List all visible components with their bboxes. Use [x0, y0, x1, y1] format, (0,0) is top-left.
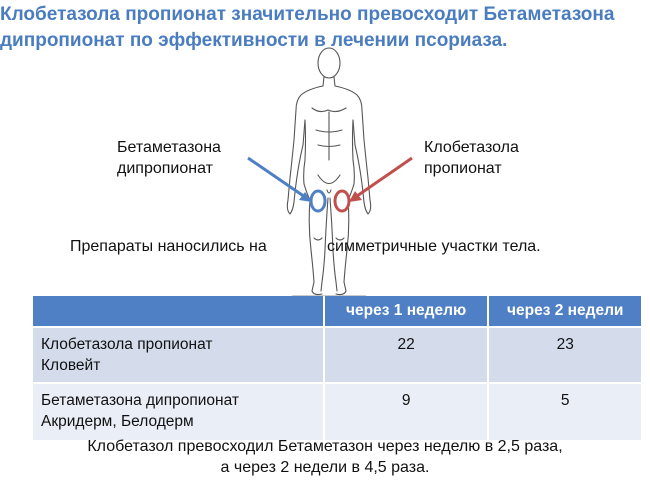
drug-brands: Акридерм, Белодерм: [41, 413, 194, 430]
blue-circle: [309, 189, 327, 213]
week-1-value: 22: [323, 326, 490, 383]
conclusion-line-2: а через 2 недели в 4,5 раза.: [220, 459, 430, 476]
drug-name-cell: Бетаметазона дипропионат Акридерм, Белод…: [33, 382, 325, 440]
drug-name-cell: Клобетазола пропионат Кловейт: [33, 326, 325, 383]
table-header-week-2: через 2 недели: [488, 296, 641, 327]
human-body-outline: [286, 47, 372, 296]
caption-part-2: симметричные участки тела.: [327, 238, 541, 255]
title-line-1: Клобетазола пропионат значительно превос…: [0, 4, 615, 25]
week-2-value: 23: [488, 326, 641, 383]
blue-arrowhead: [299, 192, 312, 202]
red-marker: [333, 156, 413, 213]
betamethasone-label-line-1: Бетаметазона: [117, 139, 221, 156]
caption-part-1: Препараты наносились на: [70, 238, 267, 255]
week-2-value: 5: [488, 382, 641, 440]
week-1-value: 9: [323, 382, 490, 440]
red-circle: [333, 189, 351, 213]
clobetasol-label-line-2: пропионат: [424, 160, 502, 177]
red-arrowhead: [349, 191, 362, 202]
table-header-empty: [33, 296, 325, 327]
clobetasol-label: Клобетазола пропионат: [424, 137, 519, 179]
conclusion-line-1: Клобетазол превосходил Бетаметазон через…: [87, 438, 563, 455]
clobetasol-label-line-1: Клобетазола: [424, 139, 519, 156]
table-header-row: через 1 неделю через 2 недели: [33, 296, 641, 327]
results-table: через 1 неделю через 2 недели Клобетазол…: [33, 296, 641, 440]
betamethasone-label: Бетаметазона дипропионат: [117, 137, 221, 179]
title-line-2: дипропионат по эффективности в лечении п…: [0, 30, 508, 51]
blue-marker: [247, 156, 327, 213]
slide-title: Клобетазола пропионат значительно превос…: [0, 2, 650, 54]
red-arrow: [356, 156, 413, 198]
betamethasone-label-line-2: дипропионат: [117, 160, 213, 177]
table-row: Клобетазола пропионат Кловейт 22 23: [33, 326, 641, 383]
drug-brands: Кловейт: [41, 357, 101, 374]
drug-name: Бетаметазона дипропионат: [41, 392, 239, 409]
conclusion-text: Клобетазол превосходил Бетаметазон через…: [0, 436, 650, 478]
blue-arrow: [247, 156, 306, 199]
table-header-week-1: через 1 неделю: [323, 296, 490, 327]
table-row: Бетаметазона дипропионат Акридерм, Белод…: [33, 382, 641, 440]
drug-name: Клобетазола пропионат: [41, 336, 213, 353]
